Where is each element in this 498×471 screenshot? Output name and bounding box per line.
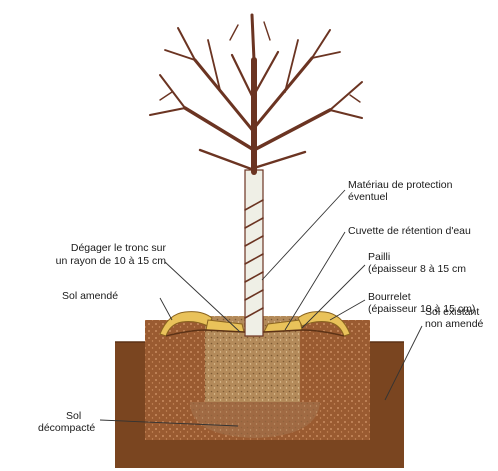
leader-protection bbox=[262, 190, 345, 280]
tree bbox=[150, 15, 362, 336]
label-sol-amende: Sol amendé bbox=[62, 290, 118, 302]
label-sol-existant-line1: Sol existant bbox=[425, 306, 479, 318]
label-bourrelet-line1: Bourrelet bbox=[368, 291, 411, 303]
label-protection-line1: Matériau de protection bbox=[348, 179, 453, 191]
label-sol-decompacte-line1: Sol bbox=[66, 410, 81, 422]
label-degager-line2: un rayon de 10 à 15 cm bbox=[56, 255, 167, 267]
label-protection-line2: éventuel bbox=[348, 191, 388, 203]
leader-bourrelet bbox=[330, 300, 365, 320]
label-cuvette: Cuvette de rétention d'eau bbox=[348, 225, 471, 237]
trunk bbox=[245, 170, 263, 336]
label-sol-decompacte-line2: décompacté bbox=[38, 422, 95, 434]
label-sol-existant-line2: non amendé bbox=[425, 318, 484, 330]
tree-crown bbox=[150, 15, 362, 172]
leader-sol-amende bbox=[160, 298, 172, 320]
label-pailli-line2: (épaisseur 8 à 15 cm bbox=[368, 263, 466, 275]
label-degager-line1: Dégager le tronc sur bbox=[71, 242, 167, 254]
label-pailli-line1: Pailli bbox=[368, 251, 390, 263]
